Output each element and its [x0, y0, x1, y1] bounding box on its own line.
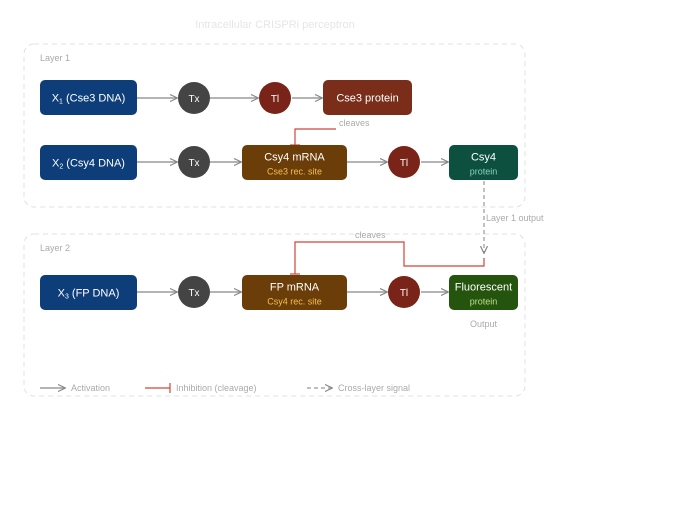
tx3-node: [178, 276, 210, 308]
tx1-node: [178, 82, 210, 114]
cse3-protein-node: [323, 80, 412, 115]
csy4-protein-node: [449, 145, 518, 180]
x2-dna-label: X2 (Csy4 DNA): [52, 158, 125, 171]
tx2-node: [178, 146, 210, 178]
fluorescent-protein-sublabel: protein: [470, 297, 498, 307]
fluorescent-protein-label: Fluorescent: [455, 282, 512, 294]
cse3-protein-label: Cse3 protein: [336, 93, 398, 105]
x1-dna-node: [40, 80, 137, 115]
legend-cross-layer-label: Cross-layer signal: [338, 383, 410, 393]
legend-inhibition-symbol: [145, 383, 171, 393]
x1-dna-label: X1 (Cse3 DNA): [52, 93, 126, 106]
inhibition-csy4-fpmrna: [294, 241, 485, 274]
legend-activation-label: Activation: [71, 383, 110, 393]
tl3-label: Tl: [400, 288, 408, 299]
tl1-node: [259, 82, 291, 114]
fp-mrna-label: FP mRNA: [270, 282, 320, 294]
cleaves-label-2: cleaves: [355, 230, 386, 240]
x3-dna-node: [40, 275, 137, 310]
layer-1-label: Layer 1: [40, 53, 70, 63]
tl2-label: Tl: [400, 158, 408, 169]
layer-2-container: [23, 233, 526, 397]
csy4-mrna-label: Csy4 mRNA: [264, 152, 325, 164]
x3-dna-label: X3 (FP DNA): [58, 288, 120, 301]
fp-mrna-node: [242, 275, 347, 310]
csy4-protein-label: Csy4: [471, 152, 496, 164]
csy4-mrna-node: [242, 145, 347, 180]
cleaves-label-1: cleaves: [339, 118, 370, 128]
x2-dna-node: [40, 145, 137, 180]
tx1-label: Tx: [188, 94, 199, 105]
tx2-label: Tx: [188, 158, 199, 169]
tl1-label: Tl: [271, 94, 279, 105]
tl2-node: [388, 146, 420, 178]
csy4-protein-sublabel: protein: [470, 167, 498, 177]
tx3-label: Tx: [188, 288, 199, 299]
layer-1-container: [23, 43, 526, 208]
csy4-mrna-sublabel: Cse3 rec. site: [267, 167, 322, 177]
legend-inhibition-label: Inhibition (cleavage): [176, 383, 257, 393]
tl3-node: [388, 276, 420, 308]
layer-1-output-label: Layer 1 output: [486, 213, 544, 223]
layer-2-label: Layer 2: [40, 243, 70, 253]
diagram-title: Intracellular CRISPRi perceptron: [195, 19, 355, 31]
fluorescent-protein-node: [449, 275, 518, 310]
inhibition-cse3-csy4mrna: [294, 128, 336, 145]
fp-mrna-sublabel: Csy4 rec. site: [267, 297, 322, 307]
output-label: Output: [470, 319, 498, 329]
